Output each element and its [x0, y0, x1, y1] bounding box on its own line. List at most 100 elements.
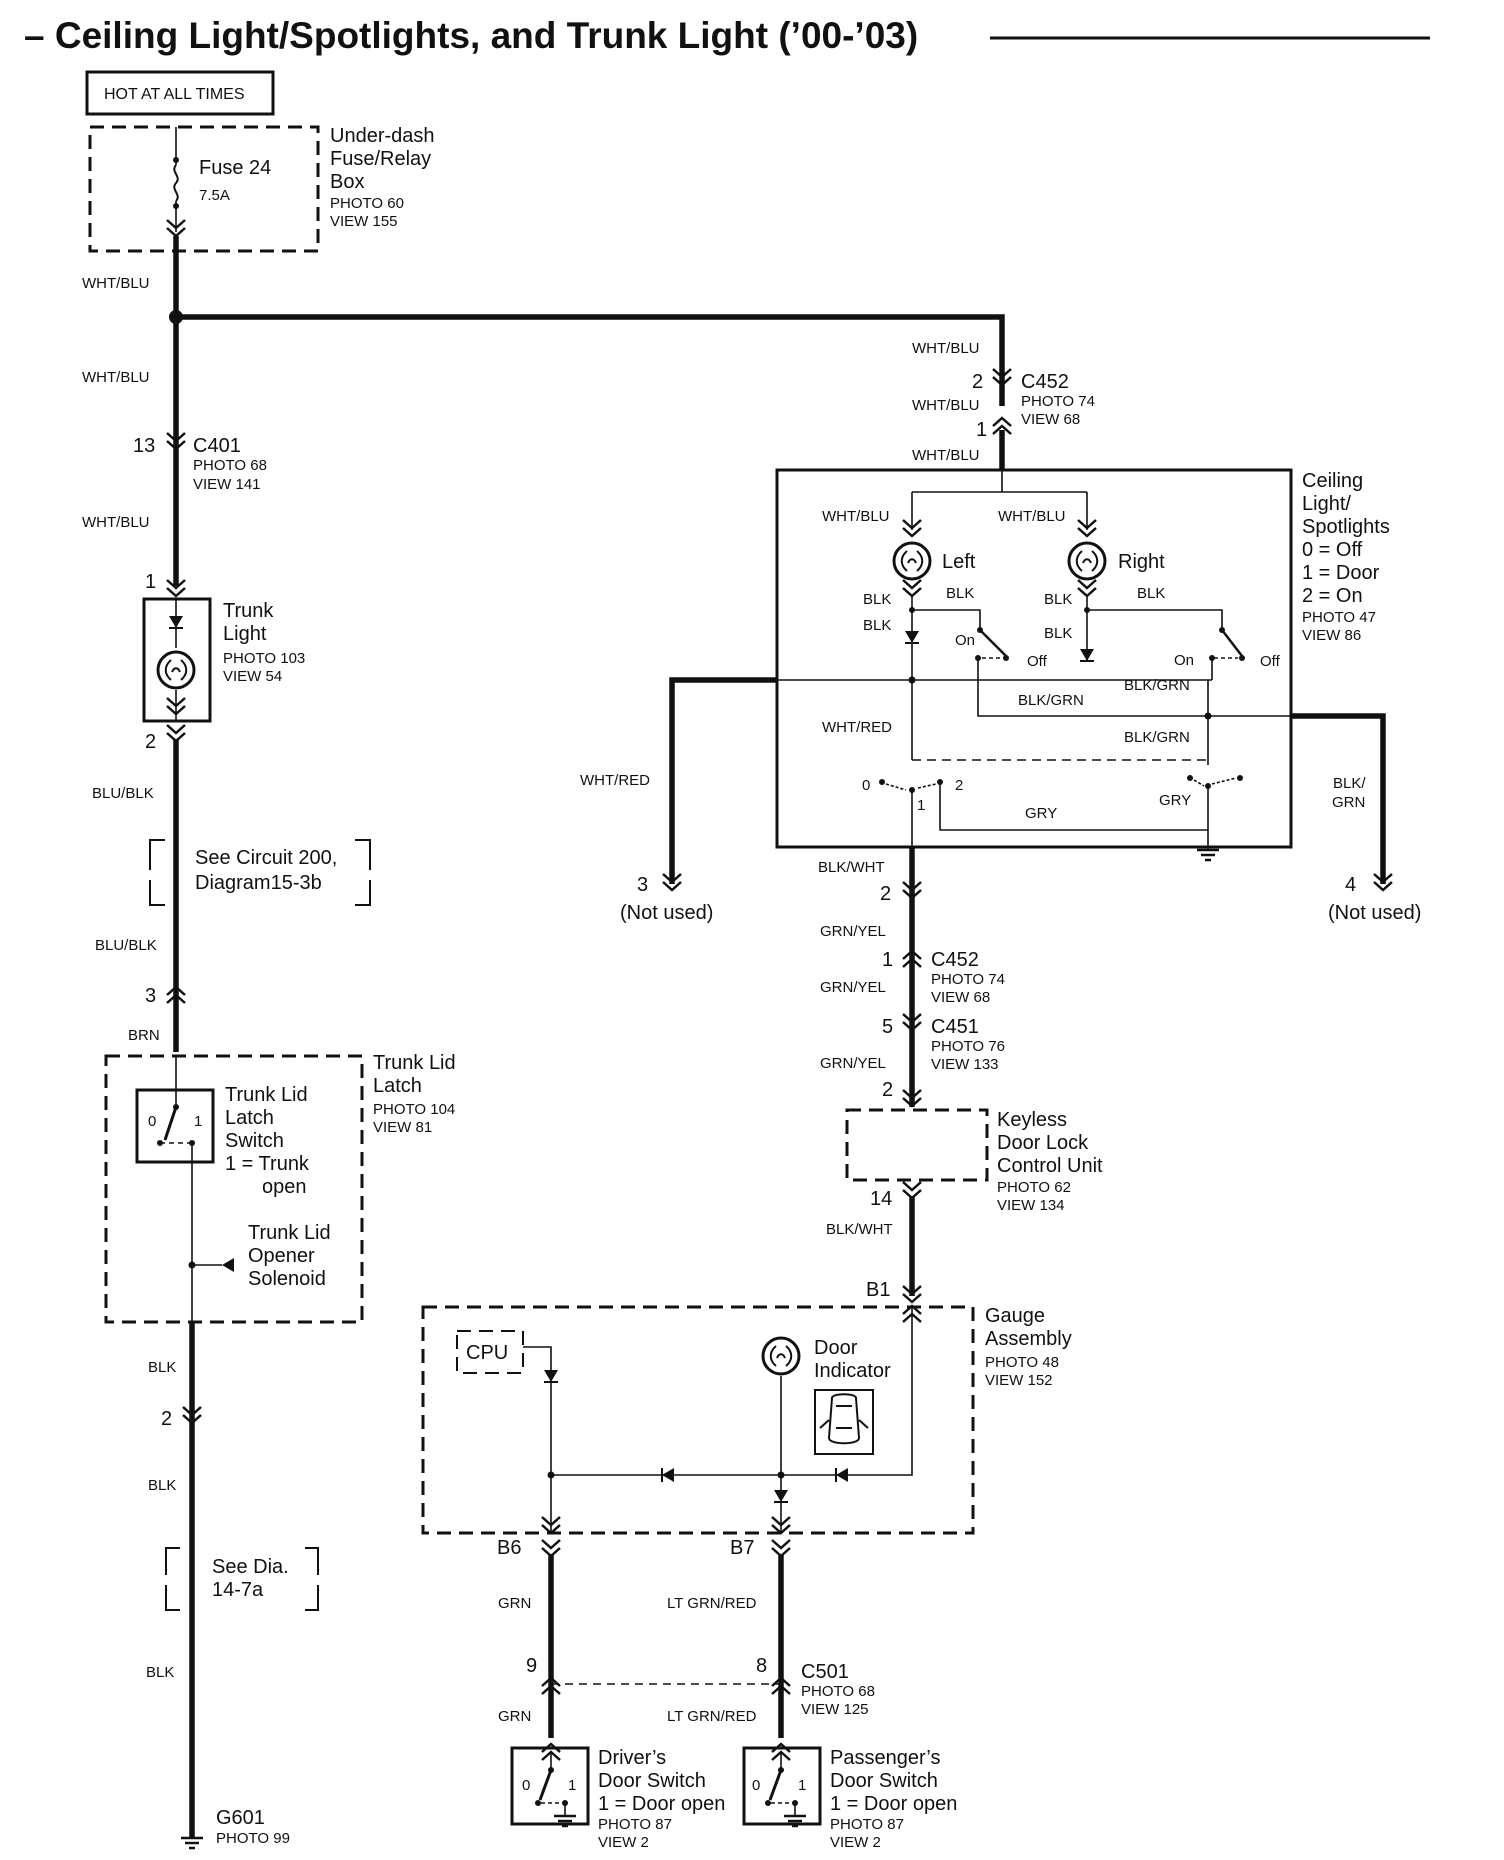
gauge-label-2: Assembly: [985, 1328, 1072, 1350]
solenoid-label-3: Solenoid: [248, 1268, 326, 1290]
wire-label-wht-blu-1: WHT/BLU: [82, 275, 150, 292]
c401-pin: 13: [133, 435, 155, 457]
wire-label-wht-red: WHT/RED: [580, 772, 650, 789]
c501-pin-b: 8: [756, 1655, 767, 1677]
wire-label-blk-grn-3: BLK/GRN: [1124, 729, 1190, 746]
passenger-switch-photo: PHOTO 87: [830, 1816, 904, 1833]
driver-switch-label-3: 1 = Door open: [598, 1793, 725, 1815]
gauge-view: VIEW 152: [985, 1372, 1053, 1389]
fuse-box-label-1: Under-dash: [330, 125, 435, 147]
fuse-box-view: VIEW 155: [330, 213, 398, 230]
keyless-label-2: Door Lock: [997, 1132, 1089, 1154]
keyless-pin-bot: 14: [870, 1188, 892, 1210]
wire-label-wht-blu-left: WHT/BLU: [822, 508, 890, 525]
wire-label-blk-3: BLK: [146, 1664, 174, 1681]
ceiling-view: VIEW 86: [1302, 627, 1361, 644]
pin-3-not-used-note: (Not used): [620, 902, 713, 924]
trunk-lid-latch-label-2: Latch: [373, 1075, 422, 1097]
fuse-symbol: [173, 164, 179, 202]
ceiling-label-2: Light/: [1302, 493, 1351, 515]
trunk-light-view: VIEW 54: [223, 668, 282, 685]
driver-switch-label-1: Driver’s: [598, 1747, 666, 1769]
see-dia-line-1: See Dia.: [212, 1556, 289, 1578]
ceiling-light-box: [775, 468, 1293, 849]
right-switch-on: On: [1174, 652, 1194, 669]
gauge-assembly-box: [421, 1305, 975, 1535]
wire-label-grn-yel-1: GRN/YEL: [820, 923, 886, 940]
passenger-switch-pos-1: 1: [798, 1777, 806, 1794]
driver-door-switch-box: [510, 1746, 590, 1826]
right-spotlight-bulb-icon: [1067, 541, 1107, 581]
wire-label-wht-red-inside: WHT/RED: [822, 719, 892, 736]
gauge-pin-b1: B1: [866, 1279, 890, 1301]
left-switch-off: Off: [1027, 653, 1048, 670]
pin-4-not-used-pin: 4: [1345, 874, 1356, 896]
c452-bot-photo: PHOTO 74: [931, 971, 1005, 988]
c452-top-view: VIEW 68: [1021, 411, 1080, 428]
driver-switch-view: VIEW 2: [598, 1834, 649, 1851]
latch-switch-label-1: Trunk Lid: [225, 1084, 308, 1106]
keyless-view: VIEW 134: [997, 1197, 1065, 1214]
c401-name: C401: [193, 435, 241, 457]
wire-label-gry-1: GRY: [1025, 805, 1057, 822]
wire-label-blk-r3: BLK: [1044, 625, 1072, 642]
right-spot-switch-blade: [1221, 629, 1243, 657]
latch-switch-label-5: open: [262, 1176, 307, 1198]
passenger-door-switch-box: [742, 1746, 822, 1826]
ceiling-label-4: 0 = Off: [1302, 539, 1363, 561]
under-dash-fuse-box: [88, 125, 320, 253]
latch-switch-pos-1: 1: [194, 1113, 202, 1130]
passenger-switch-blade: [768, 1769, 783, 1801]
passenger-switch-label-3: 1 = Door open: [830, 1793, 957, 1815]
mode-pos-2: 2: [955, 777, 963, 794]
see-dia-line-2: 14-7a: [212, 1579, 264, 1601]
wire-label-blk-r1: BLK: [1044, 591, 1072, 608]
driver-switch-pos-0: 0: [522, 1777, 530, 1794]
c452-bot-view: VIEW 68: [931, 989, 990, 1006]
passenger-switch-label-2: Door Switch: [830, 1770, 938, 1792]
door-indicator-label-1: Door: [814, 1337, 858, 1359]
latch-switch-blade: [163, 1106, 178, 1141]
cpu-box: [456, 1330, 524, 1374]
wire-label-blk-l1: BLK: [863, 591, 891, 608]
wire-label-blk-2: BLK: [148, 1477, 176, 1494]
keyless-pin-top: 2: [882, 1079, 893, 1101]
trunk-light-box: [142, 597, 212, 723]
keyless-label-3: Control Unit: [997, 1155, 1103, 1177]
wire-label-blk-grn-2: BLK/GRN: [1018, 692, 1084, 709]
driver-switch-pos-1: 1: [568, 1777, 576, 1794]
pin-2-blk-label: 2: [161, 1408, 172, 1430]
c501-photo: PHOTO 68: [801, 1683, 875, 1700]
wire-label-wht-blu-2: WHT/BLU: [82, 369, 150, 386]
wire-label-wht-blu-3: WHT/BLU: [82, 514, 150, 531]
latch-switch-label-3: Switch: [225, 1130, 284, 1152]
see-circuit-line-2: Diagram15-3b: [195, 872, 322, 894]
c401-view: VIEW 141: [193, 476, 261, 493]
trunk-light-label-2: Light: [223, 623, 267, 645]
c452-top-pin-a: 2: [972, 371, 983, 393]
wire-label-blk-wht-2: BLK/WHT: [826, 1221, 893, 1238]
gauge-pin-b7: B7: [730, 1537, 754, 1559]
keyless-unit-box: [845, 1108, 989, 1182]
c451-name: C451: [931, 1016, 979, 1038]
wire-label-grn-yel-3: GRN/YEL: [820, 1055, 886, 1072]
fuse-box-label-2: Fuse/Relay: [330, 148, 431, 170]
g601-photo: PHOTO 99: [216, 1830, 290, 1847]
cpu-label: CPU: [466, 1342, 508, 1364]
c451-view: VIEW 133: [931, 1056, 999, 1073]
wire-label-blk-wht-1: BLK/WHT: [818, 859, 885, 876]
pin-3-label: 3: [145, 985, 156, 1007]
door-indicator-label-2: Indicator: [814, 1360, 891, 1382]
ceiling-label-5: 1 = Door: [1302, 562, 1380, 584]
wire-label-grn-yel-2: GRN/YEL: [820, 979, 886, 996]
wire-label-blk-l2: BLK: [946, 585, 974, 602]
passenger-switch-view: VIEW 2: [830, 1834, 881, 1851]
passenger-switch-label-1: Passenger’s: [830, 1747, 940, 1769]
pin-4-not-used-note: (Not used): [1328, 902, 1421, 924]
page-title: – Ceiling Light/Spotlights, and Trunk Li…: [24, 15, 918, 56]
g601-ground-icon: [179, 1836, 205, 1850]
c452-top-photo: PHOTO 74: [1021, 393, 1095, 410]
latch-switch-label-2: Latch: [225, 1107, 274, 1129]
hot-at-all-times-label: HOT AT ALL TIMES: [104, 86, 245, 103]
